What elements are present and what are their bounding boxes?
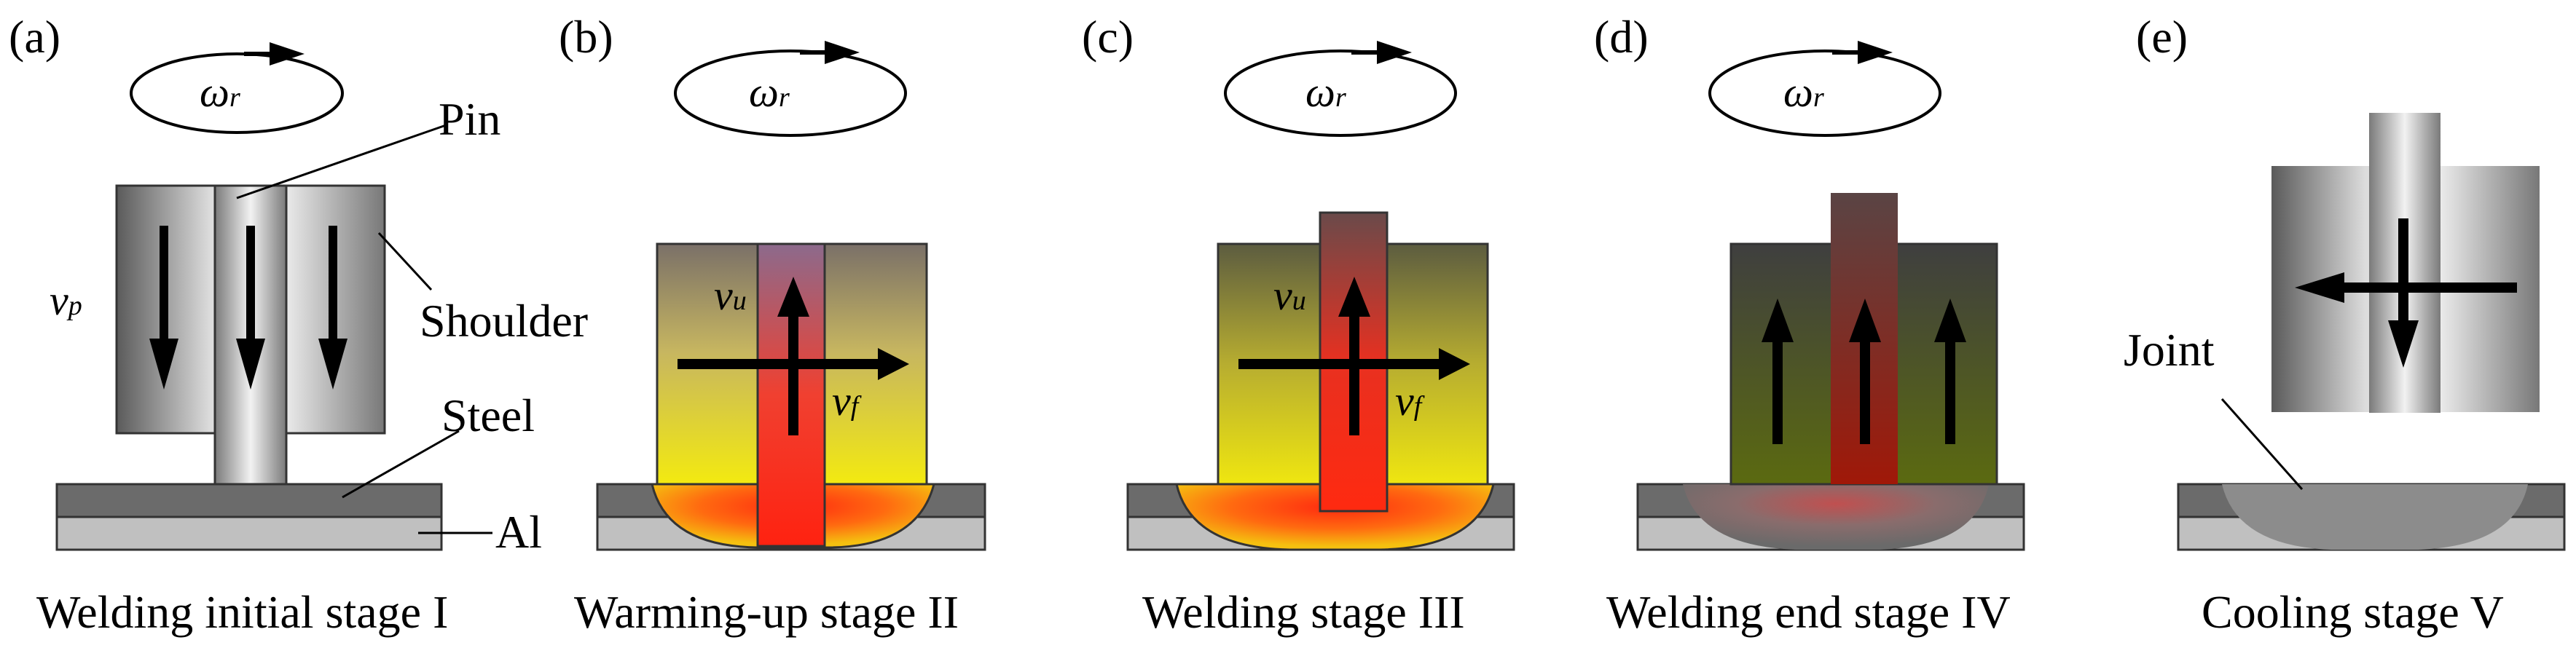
steel-plate [55,483,443,518]
steel-leader [342,430,460,499]
joint-label: Joint [2124,324,2215,376]
stir-zone [1683,484,1989,550]
panel-label-b: (b) [559,11,613,63]
caption-d: Welding end stage IV [1606,586,2011,638]
rotation-icon [1708,41,1941,137]
pin-leader [236,124,447,199]
aluminium-plate [55,515,443,551]
rotation-icon [130,42,344,134]
panel-e: (e) Joint Cooling stage V [2124,11,2566,638]
panel-d: (d) ωr Welding end stage IV [1594,11,2025,638]
al-label: Al [495,506,542,558]
rotation-symbol: ωr [200,68,240,116]
shoulder-leader [377,232,433,291]
panel-label-a: (a) [9,11,60,63]
rotation-symbol: ωr [749,68,790,116]
rotation-icon [1224,41,1457,137]
plunge-arrows [149,226,347,390]
caption-e: Cooling stage V [2202,586,2504,638]
pin-label: Pin [439,93,500,145]
upward-arrow [777,277,809,435]
shoulder-label: Shoulder [420,295,588,347]
rotation-symbol: ωr [1305,68,1346,116]
joint [2222,484,2528,550]
steel-label: Steel [441,390,535,441]
caption-b: Warming-up stage II [574,586,959,638]
retract-arrows [1762,299,1966,444]
panel-label-c: (c) [1082,11,1134,63]
panel-b: (b) ωr vu vf Warming-up stage II [559,11,986,638]
upward-arrow [1338,277,1370,435]
caption-a: Welding initial stage I [36,586,448,638]
upward-speed-symbol: vu [714,272,747,319]
withdraw-arrows [2295,218,2517,368]
stir-zone [1175,483,1495,551]
rotation-icon [674,41,907,137]
joint-leader [2220,398,2304,490]
feed-arrow [678,348,909,380]
panel-c: (c) ωr vu vf Welding stage III [1082,11,1515,638]
caption-c: Welding stage III [1142,586,1465,638]
upward-speed-symbol: vu [1273,272,1306,319]
plunge-speed-symbol: vp [50,277,82,324]
rotation-symbol: ωr [1783,68,1824,116]
panel-label-d: (d) [1594,11,1649,63]
feed-arrow [1238,348,1470,380]
panel-label-e: (e) [2136,11,2188,63]
panel-a: (a) ωr vp Pin Shoulder Steel Al Welding [9,11,588,638]
